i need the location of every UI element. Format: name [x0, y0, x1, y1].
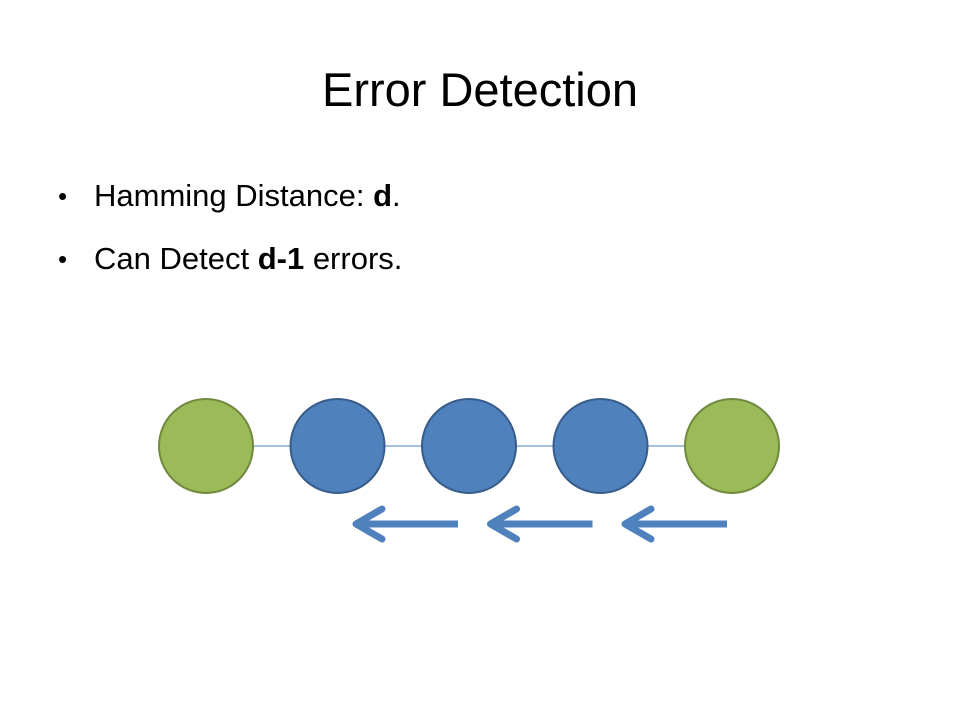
bullet-text-suffix: errors. — [304, 241, 403, 276]
intermediate-node — [421, 398, 517, 494]
bullet-text-bold: d-1 — [257, 241, 305, 276]
bullet-dot-icon: • — [58, 244, 68, 274]
bullet-text-prefix: Hamming Distance: — [94, 178, 374, 213]
node-group — [158, 398, 780, 494]
codeword-node — [684, 398, 780, 494]
arrow-left-icon — [487, 505, 593, 543]
bullet-text-suffix: . — [392, 178, 401, 213]
slide-title: Error Detection — [321, 63, 639, 116]
codeword-node — [158, 398, 254, 494]
bullet-item-hamming-distance: • Hamming Distance: d. — [58, 174, 402, 218]
bullet-dot-icon: • — [58, 181, 68, 211]
arrow-left-icon — [621, 505, 727, 543]
arrow-group — [352, 505, 727, 543]
intermediate-node — [289, 398, 386, 494]
intermediate-node — [552, 398, 649, 494]
bullet-list: • Hamming Distance: d. • Can Detect d-1 er… — [58, 174, 402, 300]
bullet-text-prefix: Can Detect — [94, 241, 258, 276]
bullet-item-detect-errors: • Can Detect d-1 errors. — [58, 237, 402, 281]
arrow-left-icon — [352, 505, 458, 543]
bullet-text-bold: d — [373, 178, 393, 213]
